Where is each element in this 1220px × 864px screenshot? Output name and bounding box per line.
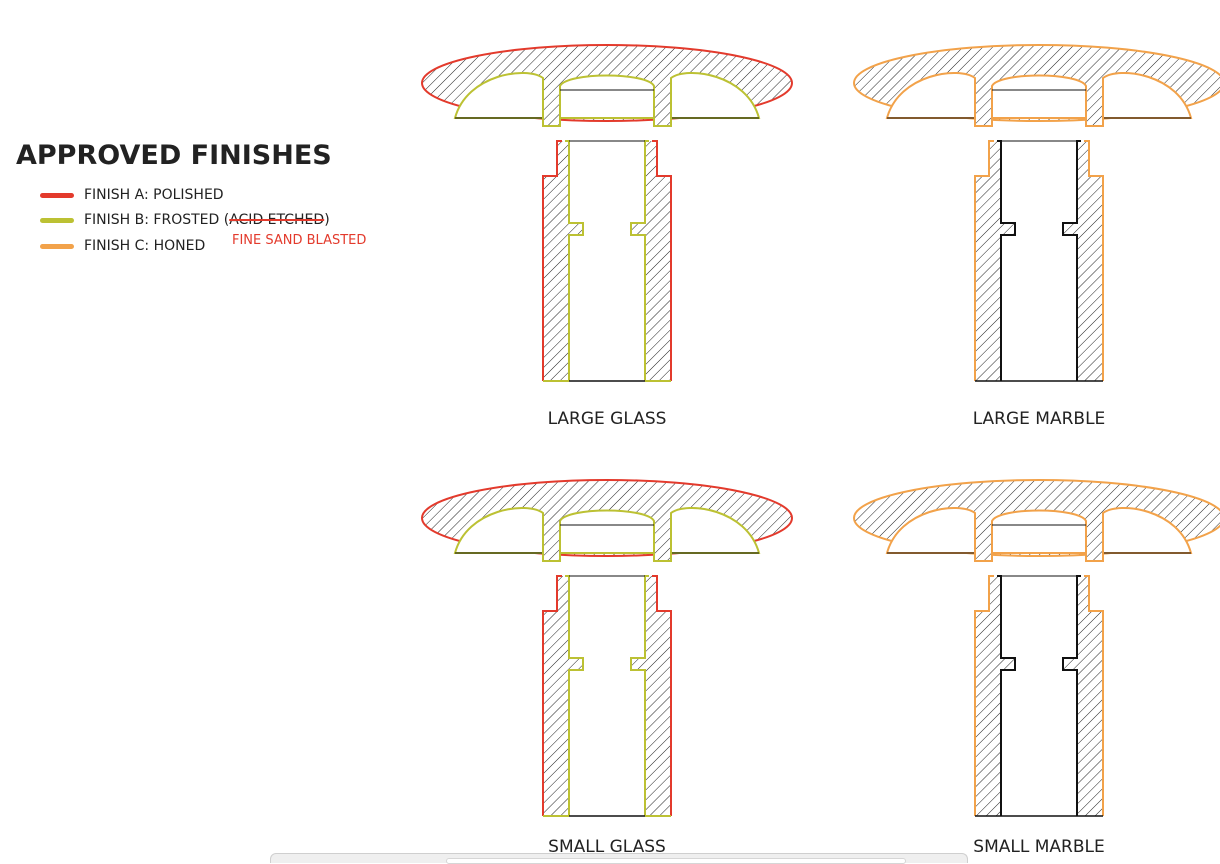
cap-opening-3 — [1102, 72, 1193, 119]
cap-opening-2 — [559, 509, 655, 554]
tube-outer-right — [1084, 575, 1104, 816]
cap-opening-1 — [885, 507, 976, 554]
part-caption: LARGE GLASS — [548, 409, 667, 429]
legend-label-frosted-suffix: ) — [324, 212, 330, 228]
tube-outer-right — [652, 140, 672, 381]
cap-post-2 — [653, 545, 672, 562]
legend-title: APPROVED FINISHES — [16, 140, 332, 171]
cap-opening-1 — [885, 72, 976, 119]
legend-item-frosted: FINISH B: FROSTED (ACID ETCHED) — [40, 211, 330, 229]
tube-wall-left — [975, 576, 1015, 816]
tube-outer-left — [974, 140, 994, 381]
cap-opening-2 — [991, 509, 1087, 554]
cap-post-2 — [1085, 545, 1104, 562]
frosted-swatch — [40, 217, 74, 223]
scrollbar-thumb[interactable] — [446, 858, 906, 864]
horizontal-scrollbar[interactable] — [270, 853, 968, 864]
tube-wall-left — [543, 141, 583, 381]
part-marble-large: LARGE MARBLE — [853, 44, 1220, 429]
cap-post-2 — [1085, 110, 1104, 127]
tube-wall-left — [543, 576, 583, 816]
cap-opening-3 — [1102, 507, 1193, 554]
cap-opening-2 — [559, 74, 655, 119]
legend-label-polished: FINISH A: POLISHED — [84, 187, 224, 203]
cap-post-1 — [974, 110, 993, 127]
legend-item-honed: FINISH C: HONED — [40, 237, 205, 255]
tube-outer-right — [652, 575, 672, 816]
tube-wall-right — [631, 576, 671, 816]
part-marble-small: SMALL MARBLE — [853, 479, 1220, 857]
part-caption: SMALL MARBLE — [973, 837, 1104, 857]
polished-swatch — [40, 192, 74, 198]
tube-wall-left — [975, 141, 1015, 381]
legend-correction-note: FINE SAND BLASTED — [232, 233, 367, 248]
cap-opening-1 — [453, 507, 544, 554]
legend-item-polished: FINISH A: POLISHED — [40, 186, 224, 204]
tube-outer-left — [542, 140, 562, 381]
tube-wall-right — [1063, 141, 1103, 381]
legend-label-honed: FINISH C: HONED — [84, 238, 206, 254]
tube-wall-right — [631, 141, 671, 381]
tube-outer-left — [974, 575, 994, 816]
tube-outer-left — [542, 575, 562, 816]
part-glass-small: SMALL GLASS — [421, 479, 793, 857]
cap-post-2 — [653, 110, 672, 127]
cap-opening-1 — [453, 72, 544, 119]
cap-opening-3 — [670, 507, 761, 554]
part-glass-large: LARGE GLASS — [421, 44, 793, 429]
honed-swatch — [40, 243, 74, 249]
part-caption: SMALL GLASS — [548, 837, 666, 857]
legend-struck-text: ACID ETCHED — [229, 212, 325, 228]
cap-post-1 — [542, 110, 561, 127]
part-caption: LARGE MARBLE — [973, 409, 1106, 429]
cap-opening-2 — [991, 74, 1087, 119]
cap-post-1 — [974, 545, 993, 562]
cap-post-1 — [542, 545, 561, 562]
tube-wall-right — [1063, 576, 1103, 816]
legend-label-frosted: FINISH B: FROSTED ( — [84, 212, 230, 228]
cap-opening-3 — [670, 72, 761, 119]
tube-outer-right — [1084, 140, 1104, 381]
